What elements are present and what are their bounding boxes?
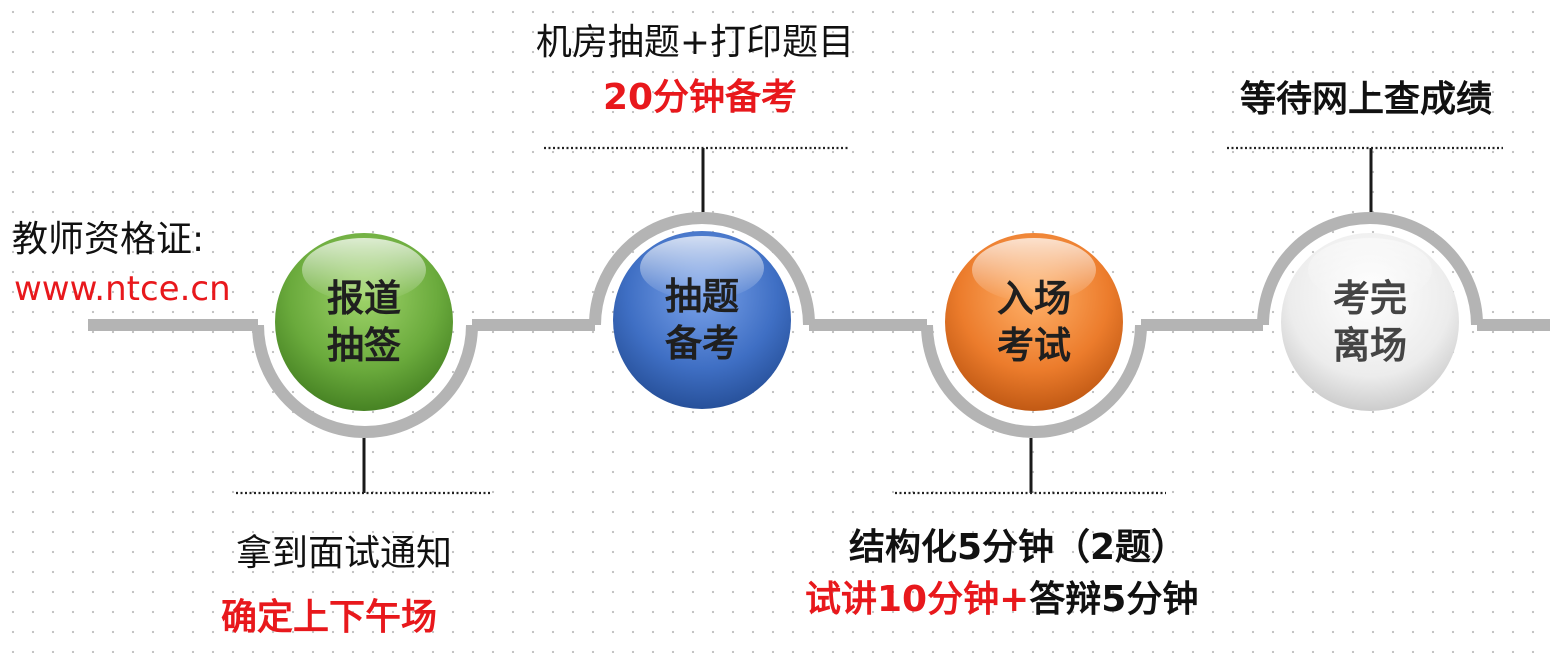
step-label-line: 抽签 bbox=[327, 324, 401, 367]
step-label-line: 离场 bbox=[1333, 324, 1407, 367]
track-arc-down bbox=[252, 324, 478, 438]
circle-shine bbox=[1308, 238, 1432, 302]
note-step3-line1: 结构化5分钟（2题） bbox=[848, 527, 1188, 568]
circle-shine bbox=[640, 236, 764, 300]
step-label-1: 报道 抽签 bbox=[304, 275, 424, 369]
step-label-line: 考完 bbox=[1333, 277, 1407, 320]
track-arc-up bbox=[589, 212, 815, 326]
step-label-3: 入场 考试 bbox=[974, 275, 1094, 369]
note-step4-line1: 等待网上查成绩 bbox=[1239, 79, 1492, 120]
note-rules bbox=[236, 146, 1503, 495]
circle-shine bbox=[302, 238, 426, 302]
note-step2-line2: 20分钟备考 bbox=[602, 77, 798, 118]
step-label-2: 抽题 备考 bbox=[642, 273, 762, 367]
step-node-4 bbox=[1281, 233, 1459, 411]
step-label-line: 入场 bbox=[997, 277, 1071, 320]
step-label-line: 备考 bbox=[665, 322, 739, 365]
circle-shine bbox=[972, 238, 1096, 302]
step-node-3 bbox=[945, 233, 1123, 411]
timeline-track bbox=[88, 212, 1550, 438]
connectors bbox=[362, 148, 1373, 493]
site-url: www.ntce.cn bbox=[14, 269, 231, 309]
step-label-line: 考试 bbox=[997, 324, 1071, 367]
note-step2-line1: 机房抽题+打印题目 bbox=[535, 22, 855, 63]
note-step3-line2-red: 试讲10分钟+ bbox=[805, 579, 1030, 620]
note-step3-line2: 试讲10分钟+答辩5分钟 bbox=[805, 582, 1198, 618]
step-label-line: 报道 bbox=[327, 277, 401, 320]
step-node-2 bbox=[613, 231, 791, 409]
note-step1-line1: 拿到面试通知 bbox=[235, 533, 452, 574]
note-step3-line2-black: 答辩5分钟 bbox=[1029, 579, 1199, 620]
site-title: 教师资格证: bbox=[12, 219, 205, 260]
step-label-line: 抽题 bbox=[665, 275, 739, 318]
track-arc-up bbox=[1257, 212, 1483, 326]
note-step1-line2: 确定上下午场 bbox=[220, 597, 437, 638]
step-node-1 bbox=[275, 233, 453, 411]
track-arc-down bbox=[921, 324, 1147, 438]
step-label-4: 考完 离场 bbox=[1310, 275, 1430, 369]
